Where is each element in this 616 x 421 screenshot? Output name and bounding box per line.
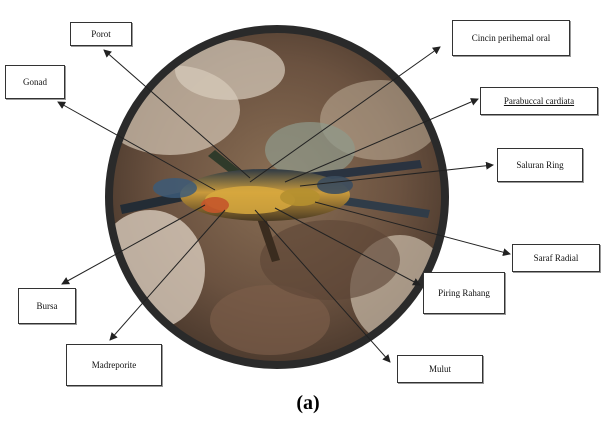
label-saraf-radial: Saraf Radial [512, 244, 600, 272]
microscope-view [95, 20, 460, 380]
label-piring-rahang: Piring Rahang [423, 272, 505, 314]
label-parabuccal-cardiata: Parabuccal cardiata [480, 87, 598, 115]
figure-caption: (a) [0, 392, 616, 415]
label-saluran-ring: Saluran Ring [497, 148, 583, 182]
label-mulut: Mulut [397, 355, 483, 383]
label-cincin-periheumal-oral: Cincin perihemal oral [452, 20, 570, 56]
label-gonad: Gonad [5, 65, 65, 99]
label-madreporite: Madreporite [66, 344, 162, 386]
label-bursa: Bursa [18, 288, 76, 324]
label-porot: Porot [70, 22, 132, 46]
